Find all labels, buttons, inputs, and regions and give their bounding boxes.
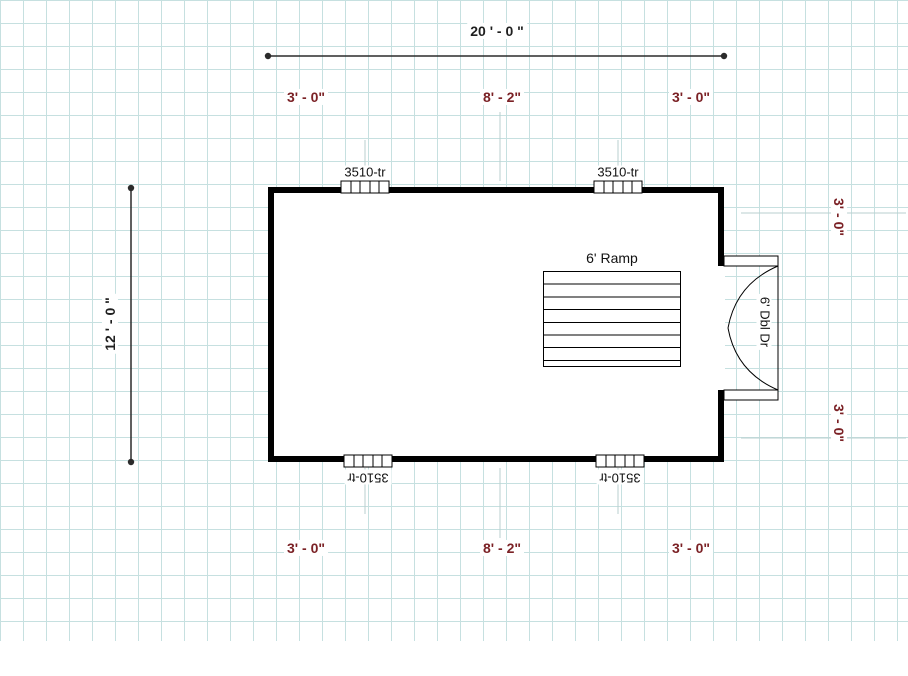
dimension-bottom-right: 3' - 0" <box>669 539 713 557</box>
door-label: 6' Dbl Dr <box>756 293 772 351</box>
ramp-label: 6' Ramp <box>583 249 641 267</box>
dimension-bottom-center: 8' - 2" <box>480 539 524 557</box>
window-label-bottom-right: 3510-tr <box>596 469 644 485</box>
window-label-top-left: 3510-tr <box>341 165 389 181</box>
dimension-top-center: 8' - 2" <box>480 88 524 106</box>
dimension-right-upper: 3' - 0" <box>830 195 848 239</box>
dimension-total-width: 20 ' - 0 " <box>467 22 527 40</box>
dimension-bottom-left: 3' - 0" <box>284 539 328 557</box>
window-label-bottom-left: 3510-tr <box>344 469 392 485</box>
dimension-right-lower: 3' - 0" <box>830 401 848 445</box>
dimension-top-right: 3' - 0" <box>669 88 713 106</box>
dimension-total-height: 12 ' - 0 " <box>101 294 119 354</box>
window-label-top-right: 3510-tr <box>594 165 642 181</box>
ramp[interactable] <box>543 271 681 367</box>
door-opening <box>717 266 725 390</box>
dimension-top-left: 3' - 0" <box>284 88 328 106</box>
